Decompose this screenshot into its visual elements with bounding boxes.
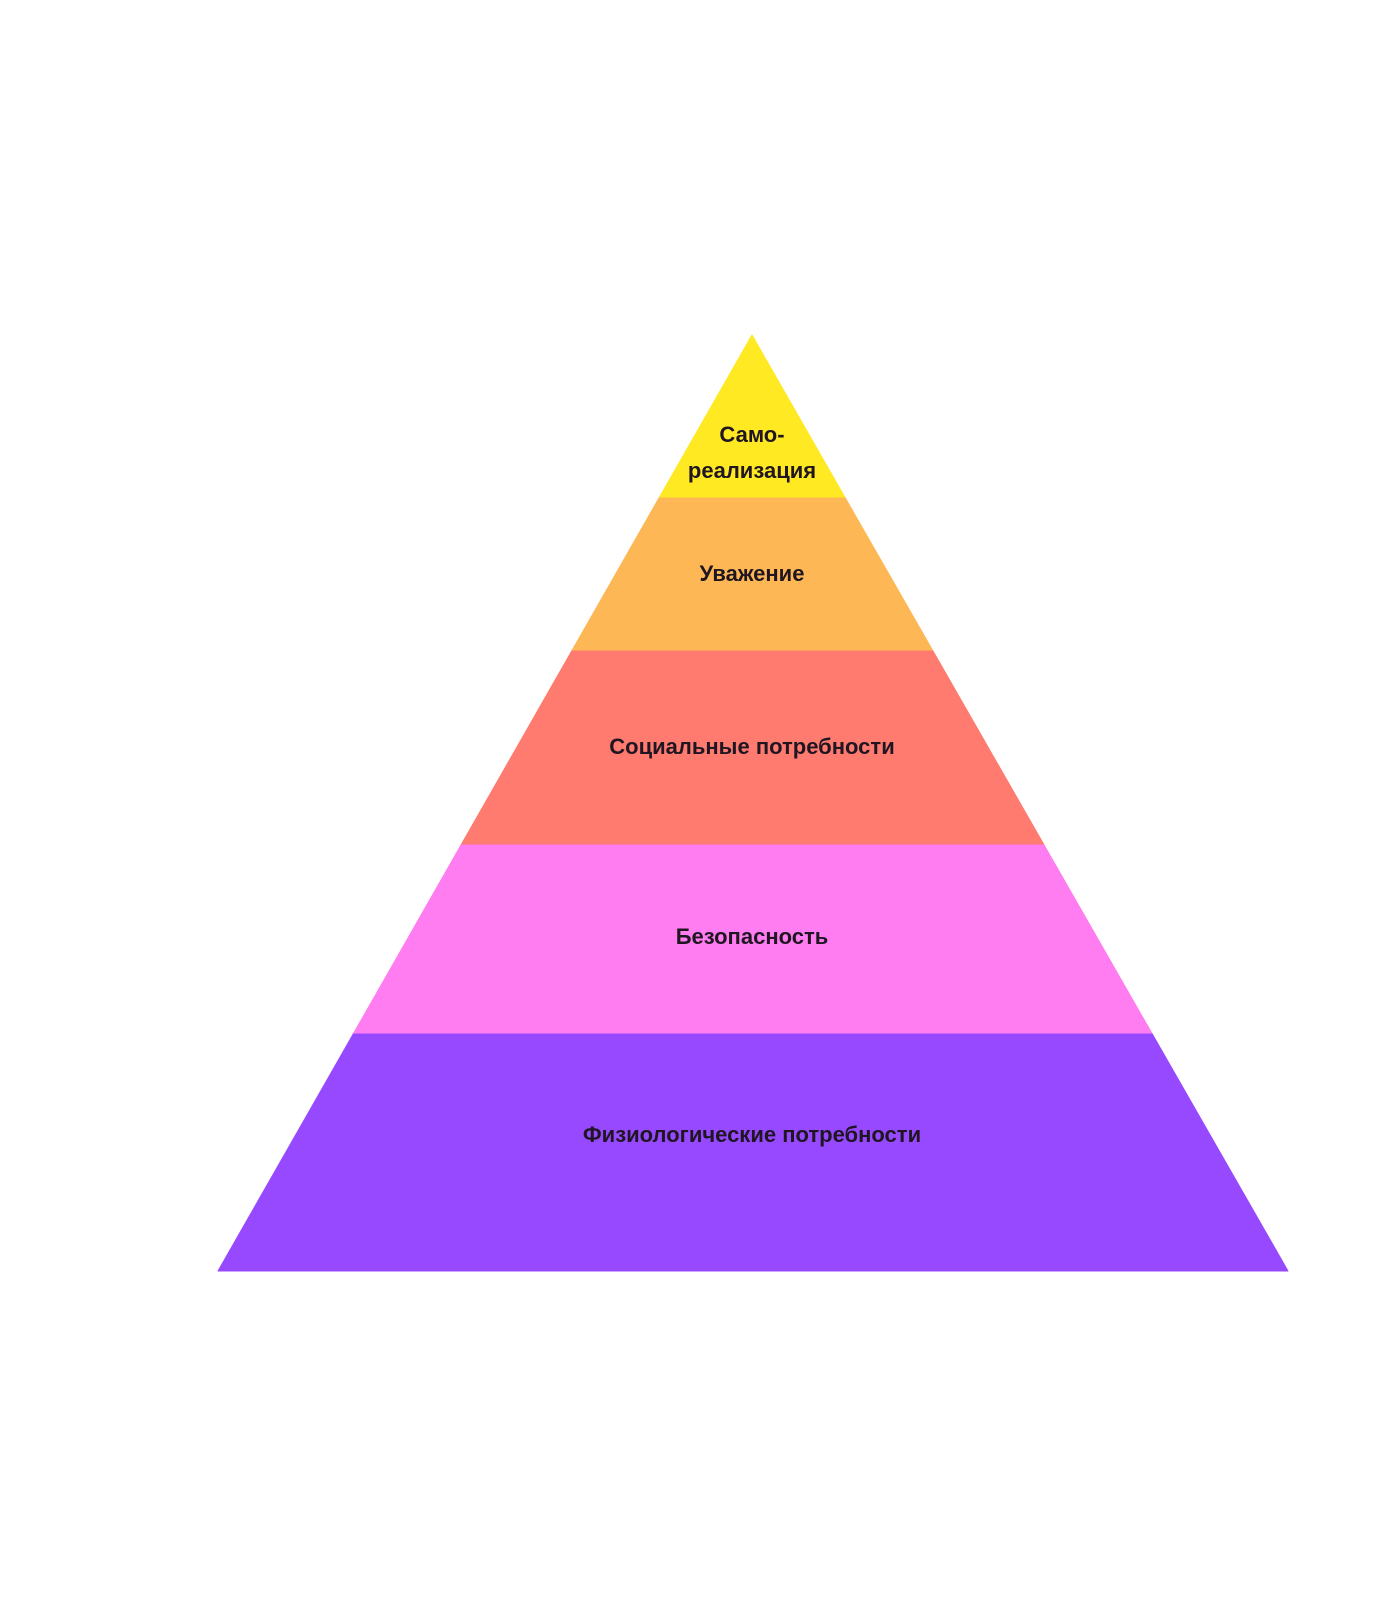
pyramid-label-safety: Безопасность xyxy=(676,924,829,949)
pyramid-label-self-actualization-line-1: Само- xyxy=(719,422,784,447)
pyramid-label-physiological-needs: Физиологические потребности xyxy=(583,1122,921,1147)
pyramid-layers xyxy=(217,334,1289,1272)
pyramid-label-esteem: Уважение xyxy=(700,561,805,586)
pyramid-label-social-needs: Социальные потребности xyxy=(609,734,894,759)
pyramid-label-self-actualization-line-2: реализация xyxy=(688,458,816,483)
pyramid-layer-physiological-needs xyxy=(217,1033,1289,1272)
